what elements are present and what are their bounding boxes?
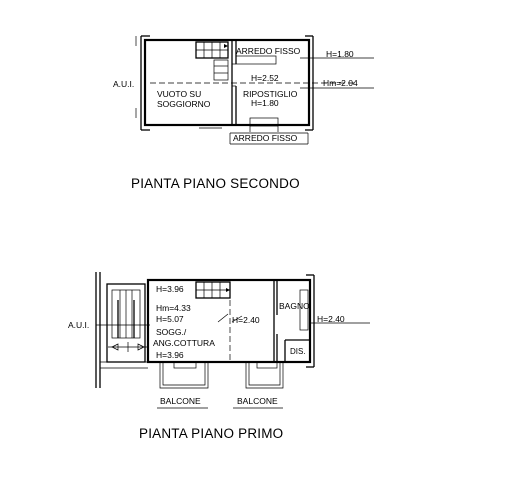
h-240-inside-label: H=2.40 [232, 315, 260, 325]
sogg-label-line1: SOGG./ [156, 327, 187, 337]
dis-label: DIS. [290, 347, 306, 356]
h-396-bottom-label: H=3.96 [156, 350, 184, 360]
h-180-inside-label: H=1.80 [251, 98, 279, 108]
balcone-left-label: BALCONE [160, 396, 201, 406]
hm-433-label: Hm=4.33 [156, 303, 191, 313]
lower-aui-label: A.U.I. [68, 320, 89, 330]
lower-interior-walls [273, 280, 310, 362]
upper-staircase [195, 41, 229, 81]
arredo-fisso-top-label: ARREDO FISSO [236, 46, 301, 56]
lower-floor-plan: A.U.I. H=3.96 Hm=4.33 H=5.07 SOGG./ ANG.… [68, 272, 370, 441]
lower-passage [108, 342, 148, 352]
upper-interior-walls [231, 40, 277, 125]
upper-floor-plan: A.U.I. VUOTO SU SOGGIORNO ARREDO FISSO H… [113, 35, 374, 191]
lower-doors [217, 313, 243, 323]
h-252-label: H=2.52 [251, 73, 279, 83]
upper-leader-lines [235, 44, 374, 132]
vuoto-label-line1: VUOTO SU [157, 89, 201, 99]
h-507-label: H=5.07 [156, 314, 184, 324]
lower-floor-title: PIANTA PIANO PRIMO [139, 426, 283, 441]
lower-outer-walls [95, 272, 315, 388]
lower-balconies [157, 361, 284, 409]
ripostiglio-label: RIPOSTIGLIO [243, 89, 298, 99]
upper-floor-title: PIANTA PIANO SECONDO [131, 176, 300, 191]
vuoto-label-line2: SOGGIORNO [157, 99, 211, 109]
h-240-right-label: H=2.40 [317, 314, 345, 324]
sogg-label-line2: ANG.COTTURA [153, 338, 215, 348]
h-180-right-label: H=1.80 [326, 49, 354, 59]
lower-staircase [195, 281, 231, 362]
hm-204-label: Hm=2.04 [323, 78, 358, 88]
balcone-right-label: BALCONE [237, 396, 278, 406]
arredo-fisso-bottom-label: ARREDO FISSO [233, 133, 298, 143]
h-396-top-label: H=3.96 [156, 284, 184, 294]
upper-aui-label: A.U.I. [113, 79, 134, 89]
upper-windows [199, 124, 222, 129]
lower-leader-lines [96, 322, 370, 326]
bagno-label: BAGNO [279, 301, 310, 311]
